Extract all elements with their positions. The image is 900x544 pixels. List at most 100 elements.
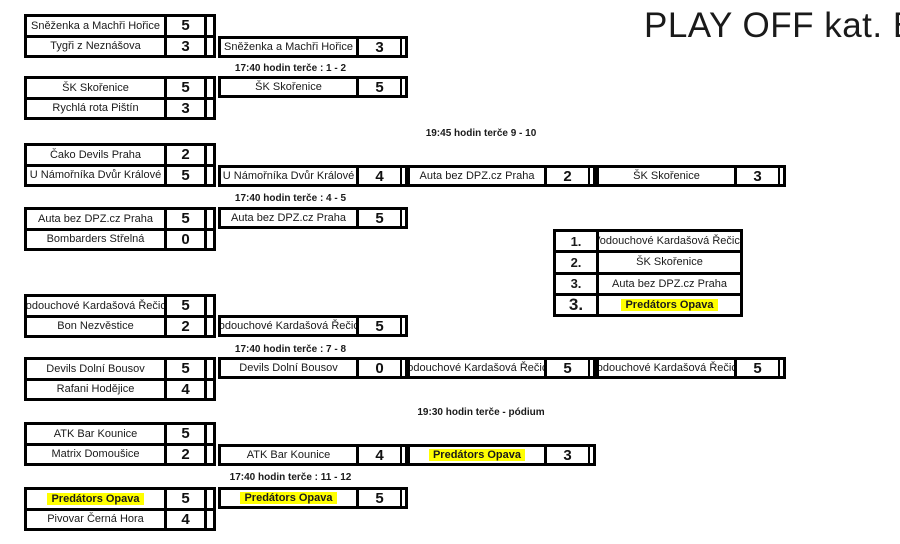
standings-row: 2. ŠK Skořenice xyxy=(556,253,740,275)
team-name: Devils Dolní Bousov xyxy=(27,360,167,378)
team-score: 5 xyxy=(167,297,207,315)
team-name: Bombarders Střelná xyxy=(27,230,167,248)
spacer xyxy=(207,38,213,56)
match-row: Rychlá rota Pištín 3 xyxy=(27,99,213,118)
team-score: 5 xyxy=(359,210,402,227)
team-score: 3 xyxy=(737,168,780,185)
page-title: PLAY OFF kat. B. xyxy=(644,6,900,45)
spacer xyxy=(207,511,213,529)
spacer xyxy=(207,100,213,118)
spacer xyxy=(402,447,405,463)
highlighted-team: Predátors Opava xyxy=(47,492,144,505)
team-score: 5 xyxy=(167,425,207,443)
spacer xyxy=(207,360,213,378)
team-name: U Námořníka Dvůr Králové xyxy=(27,166,167,184)
match-row: ATK Bar Kounice 5 xyxy=(27,425,213,446)
round2-box-4: Auta bez DPZ.cz Praha 5 xyxy=(218,207,408,229)
team-score: 2 xyxy=(167,445,207,463)
team-score: 3 xyxy=(359,39,402,56)
spacer xyxy=(207,167,213,185)
match-row: Bombarders Střelná 0 xyxy=(27,230,213,248)
team-name: ŠK Skořenice xyxy=(599,168,737,184)
match-box-7: ATK Bar Kounice 5 Matrix Domoušice 2 xyxy=(24,422,216,466)
spacer xyxy=(590,447,593,463)
match-box-6: Devils Dolní Bousov 5 Rafani Hodějice 4 xyxy=(24,357,216,401)
semifinal-box-3: Predátors Opava 3 xyxy=(407,444,596,466)
spacer xyxy=(207,210,213,228)
team-name: ŠK Skořenice xyxy=(636,256,703,269)
spacer xyxy=(402,168,405,184)
team-score: 2 xyxy=(167,146,207,164)
round2-box-5: Vodouchové Kardašová Řečice 5 xyxy=(218,315,408,337)
final-box-1: ŠK Skořenice 3 xyxy=(596,165,786,187)
match-row: Matrix Domoušice 2 xyxy=(27,445,213,463)
schedule-label-6: 17:40 hodin terče : 11 - 12 xyxy=(229,472,352,483)
match-row: Sněženka a Machři Hořice 5 xyxy=(27,17,213,38)
team-score: 3 xyxy=(547,447,590,464)
semifinal-box-2: Vodouchové Kardašová Řečice 5 xyxy=(407,357,596,379)
match-row: Predátors Opava 5 xyxy=(27,490,213,511)
team-score: 5 xyxy=(167,166,207,184)
team-score: 5 xyxy=(167,490,207,508)
match-row: Rafani Hodějice 4 xyxy=(27,380,213,398)
team-score: 3 xyxy=(167,37,207,55)
round2-box-2: ŠK Skořenice 5 xyxy=(218,76,408,98)
match-row: ŠK Skořenice 5 xyxy=(27,79,213,100)
team-name: Predátors Opava xyxy=(410,447,547,463)
match-box-5: Vodouchové Kardašová Řečice 5 Bon Nezvěs… xyxy=(24,294,216,338)
standings-row: 3. Auta bez DPZ.cz Praha xyxy=(556,274,740,296)
team-score: 4 xyxy=(359,447,402,464)
match-row: Auta bez DPZ.cz Praha 5 xyxy=(27,210,213,231)
schedule-label-5: 19:30 hodin terče - pódium xyxy=(417,407,545,418)
team-name: Predátors Opava xyxy=(599,296,740,314)
schedule-label-2: 19:45 hodin terče 9 - 10 xyxy=(425,128,537,139)
highlighted-team: Predátors Opava xyxy=(428,449,526,461)
match-box-8: Predátors Opava 5 Pivovar Černá Hora 4 xyxy=(24,487,216,531)
team-score: 3 xyxy=(167,99,207,117)
team-name: Auta bez DPZ.cz Praha xyxy=(612,277,727,290)
team-name: ATK Bar Kounice xyxy=(221,447,359,463)
spacer xyxy=(590,360,593,376)
match-box-4: Auta bez DPZ.cz Praha 5 Bombarders Střel… xyxy=(24,207,216,251)
spacer xyxy=(207,297,213,315)
team-score: 5 xyxy=(359,490,402,507)
team-name: Matrix Domoušice xyxy=(27,445,167,463)
rank-label: 3. xyxy=(556,295,599,314)
team-name: ŠK Skořenice xyxy=(27,79,167,97)
match-box-1: Sněženka a Machři Hořice 5 Tygři z Nezná… xyxy=(24,14,216,58)
team-name: Sněženka a Machři Hořice xyxy=(221,39,359,55)
match-row: U Námořníka Dvůr Králové 5 xyxy=(27,166,213,185)
team-name: Vodouchové Kardašová Řečice xyxy=(27,297,167,315)
standings-table: 1. Vodouchové Kardašová Řečice 2. ŠK Sko… xyxy=(553,229,743,317)
team-score: 0 xyxy=(167,230,207,248)
team-name: Devils Dolní Bousov xyxy=(221,360,359,376)
team-name: Rychlá rota Pištín xyxy=(27,99,167,117)
round2-box-1: Sněženka a Machři Hořice 3 xyxy=(218,36,408,58)
spacer xyxy=(207,318,213,336)
match-row: Pivovar Černá Hora 4 xyxy=(27,510,213,529)
round2-box-6: Devils Dolní Bousov 0 xyxy=(218,357,408,379)
team-name: Tygři z Neznášova xyxy=(27,37,167,55)
spacer xyxy=(207,79,213,97)
team-name: Čako Devils Praha xyxy=(27,146,167,164)
team-name: Vodouchové Kardašová Řečice xyxy=(599,235,740,248)
team-score: 0 xyxy=(359,360,402,377)
team-score: 5 xyxy=(547,360,590,377)
spacer xyxy=(402,318,405,334)
semifinal-box-1: Auta bez DPZ.cz Praha 2 xyxy=(407,165,596,187)
spacer xyxy=(402,490,405,506)
team-name: Auta bez DPZ.cz Praha xyxy=(27,210,167,228)
match-row: Vodouchové Kardašová Řečice 5 xyxy=(27,297,213,318)
spacer xyxy=(207,490,213,508)
team-score: 5 xyxy=(167,360,207,378)
team-name: Predátors Opava xyxy=(221,490,359,506)
spacer xyxy=(207,17,213,35)
team-name: Vodouchové Kardašová Řečice xyxy=(410,360,547,376)
team-name: U Námořníka Dvůr Králové xyxy=(221,168,359,184)
highlighted-team: Predátors Opava xyxy=(240,492,337,504)
team-score: 4 xyxy=(359,168,402,185)
team-name: ŠK Skořenice xyxy=(221,79,359,95)
team-name: Predátors Opava xyxy=(27,490,167,508)
standings-row: 1. Vodouchové Kardašová Řečice xyxy=(556,232,740,254)
spacer xyxy=(402,39,405,55)
